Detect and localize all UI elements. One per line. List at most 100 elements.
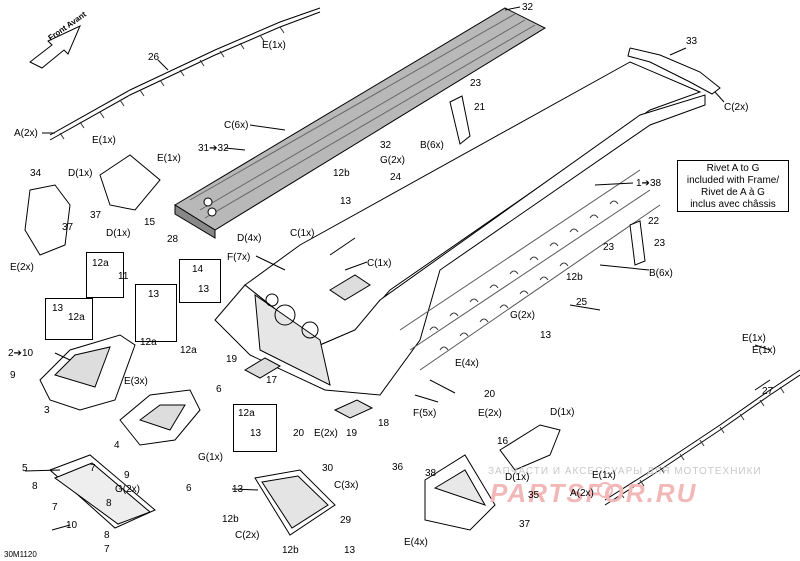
callout-label: 19: [346, 428, 358, 439]
callout-label: 13: [148, 289, 160, 300]
callout-label: C(2x): [724, 102, 749, 113]
skid-plate-10: [49, 454, 156, 529]
callout-label: 13: [344, 545, 356, 556]
callout-label: 20: [484, 389, 496, 400]
callout-label: D(1x): [505, 472, 530, 483]
callout-label: G(1x): [198, 452, 223, 463]
callout-label: 23: [654, 238, 666, 249]
front-bumper-assembly: [39, 334, 201, 446]
tunnel-panel: [174, 7, 547, 239]
note-line-4: inclus avec châssis: [690, 199, 776, 210]
callout-label: E(1x): [592, 470, 616, 481]
callout-label: 13: [198, 284, 210, 295]
callout-label: 17: [266, 375, 278, 386]
footrests: [243, 357, 374, 419]
callout-label: 22: [648, 216, 660, 227]
note-line-3: Rivet de A à G: [701, 187, 765, 198]
callout-label: 12a: [68, 312, 85, 323]
callout-label: E(4x): [404, 537, 428, 548]
callout-label: 12a: [180, 345, 197, 356]
fastener-group-box: [86, 252, 124, 298]
callout-label: A(2x): [570, 488, 594, 499]
fastener-group-box: [135, 284, 177, 342]
fastener-group-box: [179, 259, 221, 303]
callout-label: G(2x): [510, 310, 535, 321]
callout-label: 1➔38: [636, 178, 662, 189]
callout-label: 34: [30, 168, 42, 179]
callout-label: C(1x): [290, 228, 315, 239]
callout-label: 6: [186, 483, 192, 494]
rail-26: [49, 7, 321, 141]
callout-label: 8: [104, 530, 110, 541]
callout-label: 7: [104, 544, 110, 555]
watermark-logo: PARTSFOR.RU: [490, 478, 698, 508]
callout-label: 9: [124, 470, 130, 481]
callout-label: 7: [90, 463, 96, 474]
callout-label: 8: [106, 498, 112, 509]
callout-label: D(1x): [106, 228, 131, 239]
callout-label: 32: [522, 2, 534, 13]
watermark-text: ЗАПЧАСТИ И АКСЕССУАРЫ ДЛЯ МОТОТЕХНИКИ: [488, 466, 762, 477]
callout-label: 5: [22, 463, 28, 474]
callout-label: 12b: [222, 514, 239, 525]
callout-label: F(7x): [227, 252, 251, 263]
callout-label: 29: [340, 515, 352, 526]
callout-label: 27: [762, 386, 774, 397]
note-line-1: Rivet A to G: [706, 163, 760, 174]
callout-label: 9: [10, 370, 16, 381]
rear-bracket-assembly: [424, 424, 561, 531]
bracket-33: [627, 47, 721, 95]
leader-lines: [24, 6, 771, 531]
callout-label: 21: [474, 102, 486, 113]
callout-label: 12a: [238, 408, 255, 419]
callout-label: C(3x): [334, 480, 359, 491]
callout-label: E(1x): [262, 40, 286, 51]
callout-label: D(1x): [68, 168, 93, 179]
callout-label: 2➔10: [8, 348, 34, 359]
callout-label: 24: [390, 172, 402, 183]
callout-label: D(1x): [550, 407, 575, 418]
callout-label: 37: [519, 519, 531, 530]
callout-label: 6: [216, 384, 222, 395]
callout-label: 38: [425, 468, 437, 479]
callout-label: B(6x): [649, 268, 673, 279]
callout-label: 13: [540, 330, 552, 341]
callout-label: 25: [576, 297, 588, 308]
callout-label: 31➔32: [198, 143, 229, 154]
callout-label: 13: [232, 484, 244, 495]
callout-label: 19: [226, 354, 238, 365]
callout-label: 13: [250, 428, 262, 439]
callout-label: 33: [686, 36, 698, 47]
callout-label: E(4x): [455, 358, 479, 369]
diagram-code: 30M1120: [4, 550, 37, 559]
front-brackets: [24, 154, 161, 256]
callout-label: 35: [528, 490, 540, 501]
callout-label: E(3x): [124, 376, 148, 387]
callout-label: G(2x): [115, 484, 140, 495]
fastener-group-box: [45, 298, 93, 340]
callout-label: 12b: [282, 545, 299, 556]
callout-label: E(2x): [478, 408, 502, 419]
frame-chassis: [214, 61, 706, 396]
callout-label: D(4x): [237, 233, 262, 244]
bracket-21: [449, 95, 471, 145]
callout-label: 12a: [140, 337, 157, 348]
callout-label: E(2x): [314, 428, 338, 439]
callout-label: 28: [167, 234, 179, 245]
callout-label: 16: [497, 436, 509, 447]
callout-label: 26: [148, 52, 160, 63]
callout-label: C(6x): [224, 120, 249, 131]
fastener-group-box: [233, 404, 277, 452]
callout-label: 18: [378, 418, 390, 429]
callout-label: A(2x): [14, 128, 38, 139]
callout-label: 8: [32, 481, 38, 492]
callout-label: 3: [44, 405, 50, 416]
callout-label: 15: [144, 217, 156, 228]
callout-label: G(2x): [380, 155, 405, 166]
callout-label: 30: [322, 463, 334, 474]
callout-label: 32: [380, 140, 392, 151]
callout-label: 7: [52, 502, 58, 513]
callout-label: 4: [114, 440, 120, 451]
